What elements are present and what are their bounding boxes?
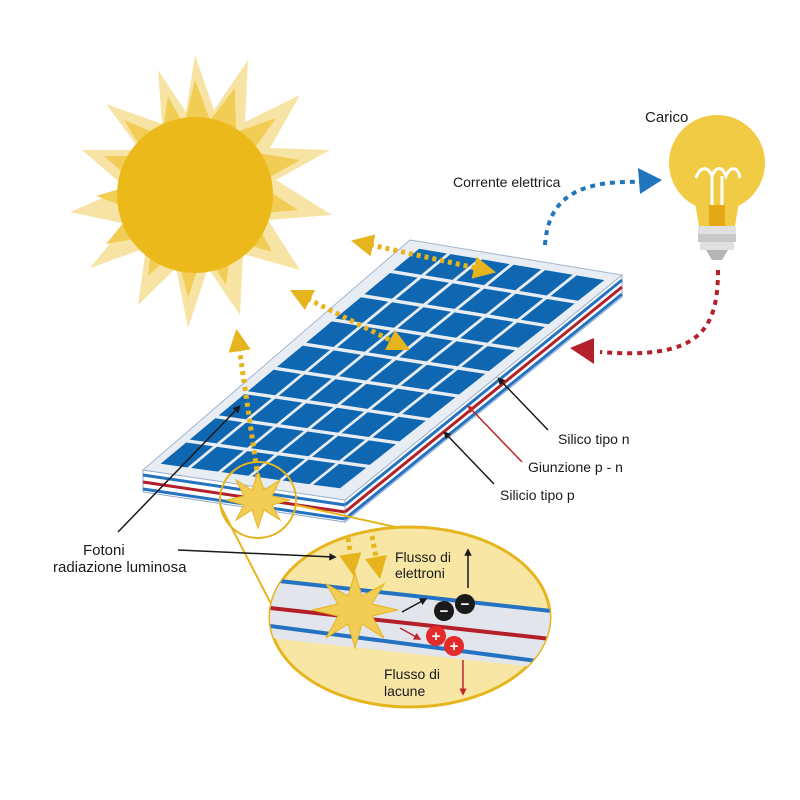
zoom-junction-line (270, 606, 550, 642)
current-arrowhead-red (570, 338, 594, 364)
panel-cell (519, 270, 573, 296)
panel-cell (550, 275, 605, 301)
panel-cell (520, 299, 575, 325)
electron-icon: − (455, 594, 475, 614)
callout-junction-arrow (467, 405, 523, 463)
panel-cell (487, 264, 542, 291)
junction-label: Giunzione p - n (528, 459, 623, 475)
electron-symbol: − (440, 603, 449, 620)
panel-cell (250, 427, 304, 452)
photon-burst-icon (219, 461, 297, 539)
electron-icon: − (434, 601, 454, 621)
panel-cell (431, 369, 486, 395)
zoom-cross-section: − − + + Flusso di elettroni Flusso di la… (268, 525, 552, 709)
sun-core (117, 117, 273, 273)
photons-label-2: radiazione luminosa (53, 559, 187, 576)
panel-cell (278, 374, 332, 400)
panel-cell (402, 393, 456, 418)
hole-icon: + (444, 636, 464, 656)
zoom-n-layer-line (270, 578, 550, 614)
panel-cell (428, 312, 483, 338)
panel-cell (313, 463, 367, 489)
current-arrow-blue (543, 179, 641, 246)
panel-cell (491, 322, 545, 348)
panel-cell (281, 431, 335, 457)
panel-cell (371, 388, 425, 414)
callout-n-arrow (497, 377, 549, 431)
photon-arrow-middle (289, 289, 411, 351)
panel-cell (341, 412, 395, 437)
panel-cell (400, 364, 455, 390)
panel-cell (309, 379, 363, 405)
current-label: Corrente elettrica (453, 174, 561, 190)
panel-cell (489, 293, 544, 320)
panel-cell (427, 283, 481, 309)
hole-flow-label-1: Flusso di (384, 666, 440, 682)
hole-symbol: + (450, 638, 459, 655)
panel-cell (461, 346, 515, 372)
electron-move-arrow (401, 598, 428, 613)
current-arrowhead-blue (638, 168, 662, 194)
sun-icon (70, 55, 332, 328)
panel-cell (369, 360, 424, 386)
electron-flow-label-1: Flusso di (395, 549, 451, 565)
zoom-photon-arrow-2 (364, 535, 387, 580)
callout-photons-zoom-arrow (177, 549, 337, 561)
panel-p-layer-right (344, 292, 623, 521)
panel-cell (220, 422, 274, 448)
silicon-n-label: Silico tipo n (558, 431, 630, 447)
zoom-photon-burst-icon (311, 571, 399, 650)
panel-cell (160, 442, 214, 468)
panel-cell (342, 440, 396, 465)
current-arrow-red (599, 269, 720, 356)
silicon-p-label: Silicio tipo p (500, 487, 575, 503)
zoom-connector-right (295, 504, 401, 529)
panel-cell (399, 336, 453, 362)
panel-cell (282, 459, 336, 485)
panel-cell (397, 307, 451, 333)
hole-icon: + (426, 626, 446, 646)
panel-n-layer-right (344, 278, 623, 507)
panel-cell (311, 407, 364, 433)
panel-cell (308, 350, 361, 376)
panel-cell (340, 383, 394, 409)
photon-arrow-top (351, 234, 496, 279)
panel-cell (339, 355, 393, 381)
photon-arrows (228, 234, 496, 479)
hole-move-arrow (399, 627, 422, 640)
electron-symbol: − (461, 596, 470, 613)
zoom-p-layer-line (270, 624, 550, 666)
panel-cell (247, 369, 301, 396)
panel-cell (460, 317, 514, 343)
lightbulb-icon (669, 115, 765, 260)
electron-flow-label-2: elettroni (395, 565, 445, 581)
hole-symbol: + (432, 628, 441, 645)
load-label: Carico (645, 109, 688, 126)
panel-cell (372, 416, 426, 442)
photons-label-1: Fotoni (83, 542, 125, 559)
panel-cell (277, 345, 330, 372)
panel-cell (280, 403, 334, 429)
panel-junction-right (344, 285, 623, 514)
panel-cell (249, 398, 303, 424)
callout-photons-panel-arrow (117, 405, 241, 533)
panel-cell (312, 435, 366, 461)
solar-panel-icon (141, 239, 624, 524)
panel-cell (458, 288, 512, 314)
panel-cell (191, 446, 244, 472)
callout-p-arrow (443, 431, 495, 485)
hole-flow-label-2: lacune (384, 683, 425, 699)
panel-cell (430, 341, 484, 367)
